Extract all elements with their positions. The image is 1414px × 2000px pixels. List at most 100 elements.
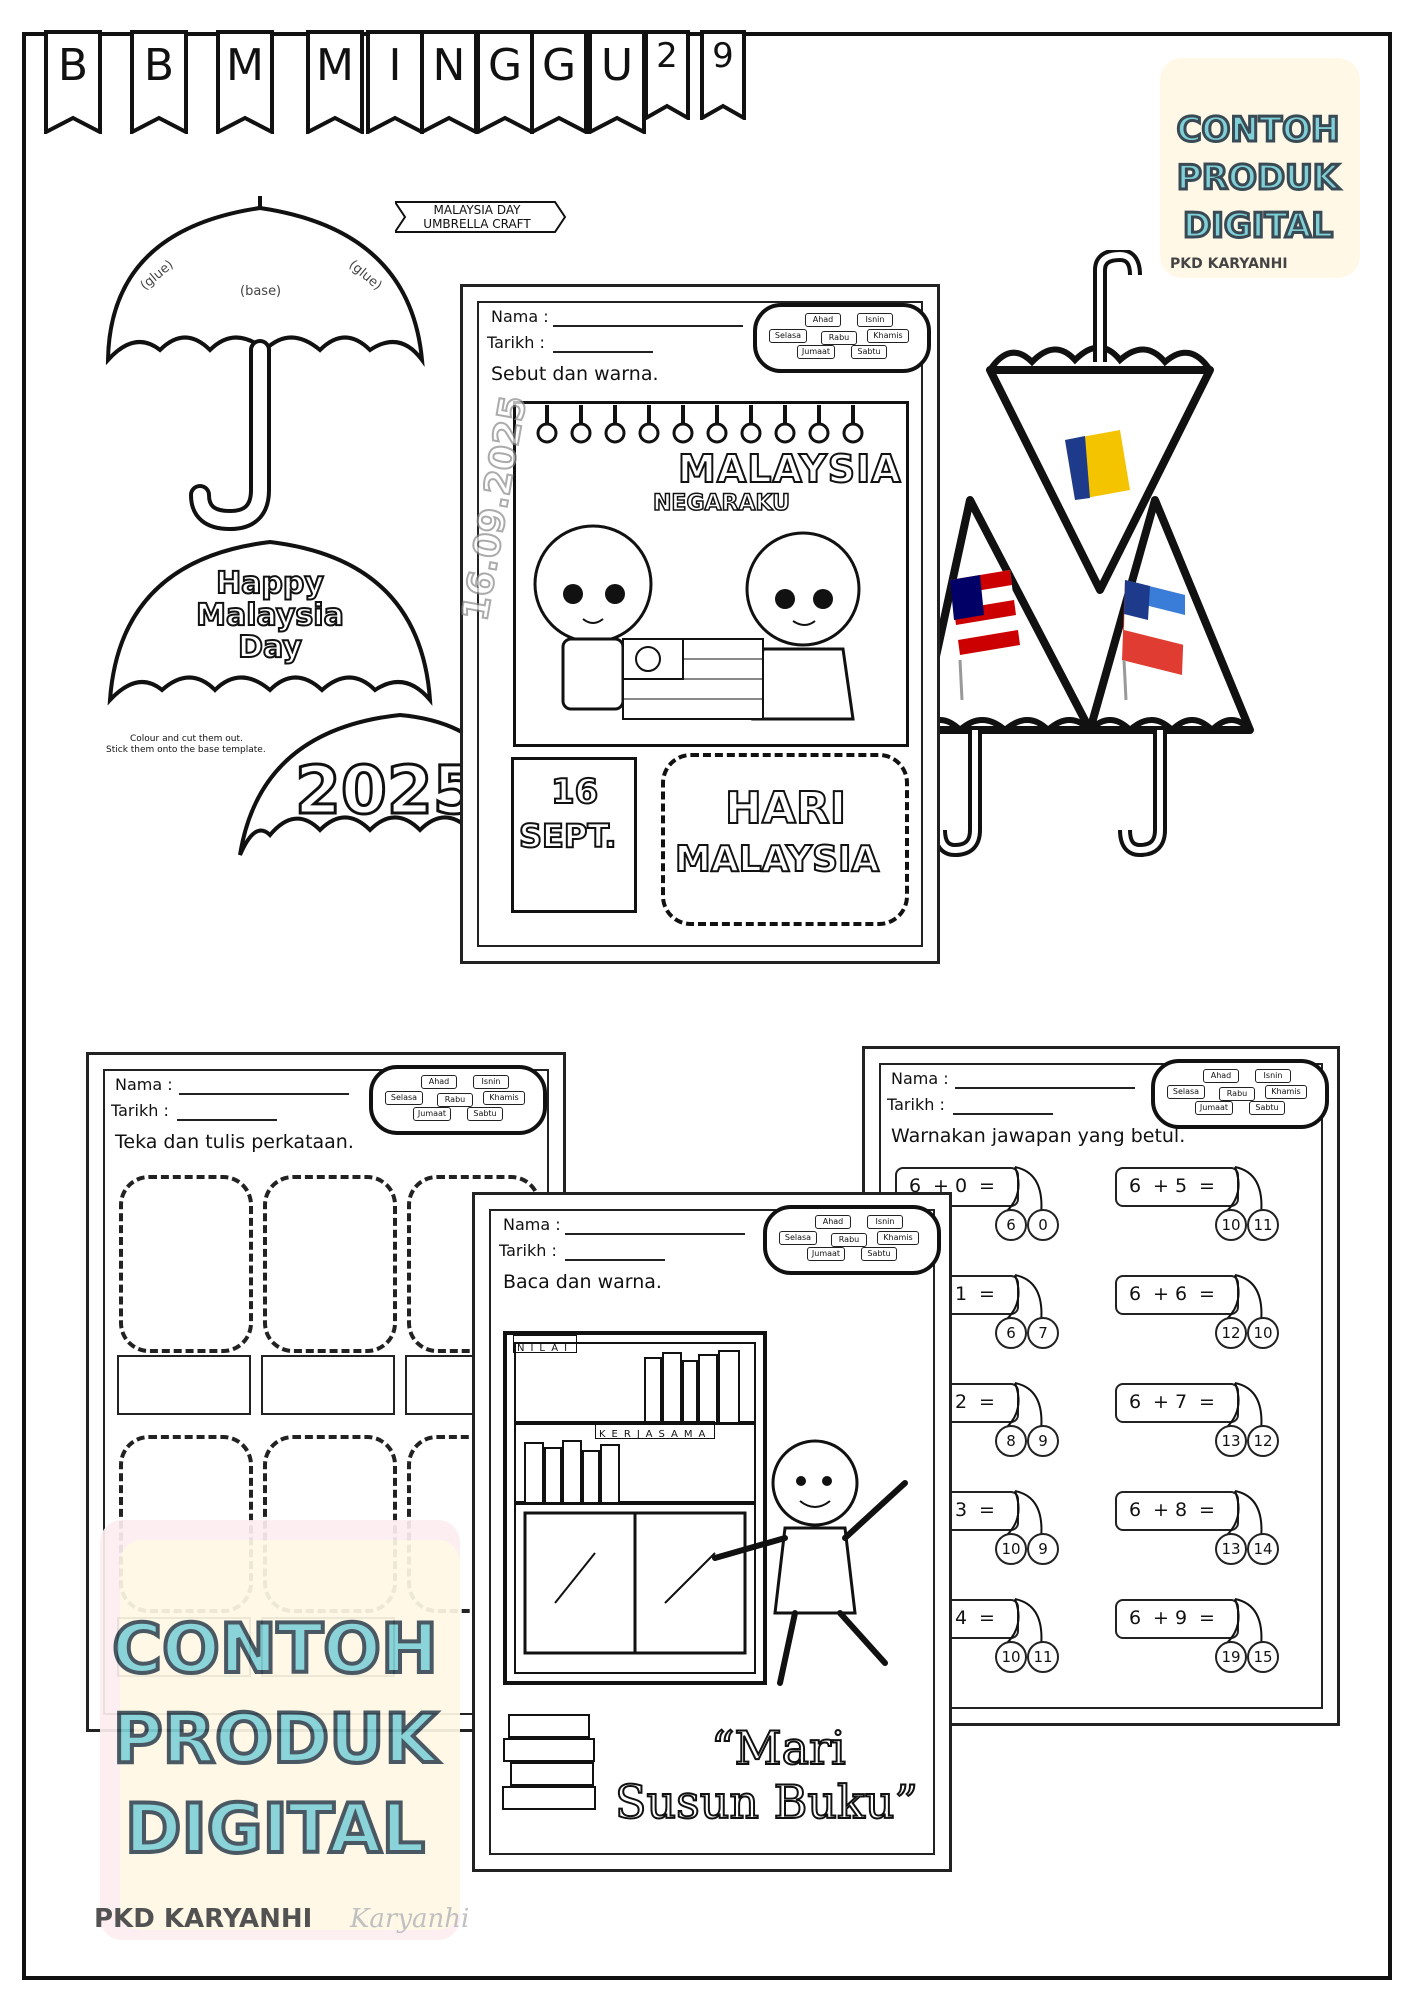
equation-box: 6+9= <box>1115 1599 1239 1639</box>
banner-letter: G <box>541 40 577 91</box>
equation-b: 1 <box>955 1283 968 1305</box>
tarikh-line <box>953 1113 1053 1115</box>
cherry-answer[interactable]: 6 <box>995 1209 1027 1241</box>
banner-letter: B <box>143 40 175 91</box>
day-option[interactable]: Ahad <box>1203 1069 1239 1083</box>
cherry-stem <box>1006 1382 1043 1432</box>
cherry-answer[interactable]: 15 <box>1247 1641 1279 1673</box>
day-option[interactable]: Selasa <box>779 1231 817 1245</box>
banner-pennant: U <box>588 30 646 134</box>
equation-a: 6 <box>1129 1283 1142 1305</box>
cherry-stem <box>1006 1166 1043 1216</box>
equation-eq: = <box>979 1283 995 1305</box>
day-option[interactable]: Ahad <box>805 313 841 327</box>
day-option[interactable]: Isnin <box>473 1075 509 1089</box>
equation-box: 6+8= <box>1115 1491 1239 1531</box>
day-option[interactable]: Sabtu <box>1249 1101 1285 1115</box>
equation-eq: = <box>979 1391 995 1413</box>
cherry-answer[interactable]: 10 <box>995 1533 1027 1565</box>
day-option[interactable]: Isnin <box>1255 1069 1291 1083</box>
stamp-paper <box>1160 58 1360 278</box>
cherry-answer[interactable]: 11 <box>1247 1209 1279 1241</box>
day-option[interactable]: Jumaat <box>797 345 835 359</box>
nama-label: Nama : <box>115 1075 173 1094</box>
day-option[interactable]: Jumaat <box>1195 1101 1233 1115</box>
banner-pennant: 2 <box>644 30 690 120</box>
craft-instruction-1: Colour and cut them out. <box>130 734 243 744</box>
cherry-answer[interactable]: 12 <box>1247 1425 1279 1457</box>
answer-box[interactable] <box>261 1355 395 1415</box>
stamp-line-3: DIGITAL <box>123 1788 427 1871</box>
flag-umbrellas <box>920 250 1254 858</box>
day-option[interactable]: Rabu <box>831 1233 867 1247</box>
day-option[interactable]: Sabtu <box>851 345 887 359</box>
cherry-stem <box>1226 1598 1263 1648</box>
banner-letter: 2 <box>656 36 678 76</box>
stamp-brand: PKD KARYANHI <box>1170 256 1288 272</box>
stamp-brand: PKD KARYANHI <box>94 1904 313 1934</box>
nama-line <box>955 1087 1135 1089</box>
sabah-flag <box>1122 580 1185 701</box>
day-option[interactable]: Ahad <box>421 1075 457 1089</box>
negaraku-subtitle: NEGARAKU <box>652 490 791 517</box>
sheet-instruction: Warnakan jawapan yang betul. <box>891 1125 1186 1147</box>
day-option[interactable]: Rabu <box>1219 1087 1255 1101</box>
quote-line-2: Susun Buku” <box>614 1774 919 1830</box>
banner-pennant: 9 <box>700 30 746 120</box>
cherry-answer[interactable]: 19 <box>1215 1641 1247 1673</box>
day-option[interactable]: Isnin <box>857 313 893 327</box>
day-option[interactable]: Selasa <box>385 1091 423 1105</box>
cherry-answer[interactable]: 10 <box>995 1641 1027 1673</box>
equation-box: 6+0= <box>895 1167 1019 1207</box>
cherry-answer[interactable]: 10 <box>1247 1317 1279 1349</box>
cherry-answer[interactable]: 12 <box>1215 1317 1247 1349</box>
equation-a: 6 <box>1129 1499 1142 1521</box>
equation-box: 6+5= <box>1115 1167 1239 1207</box>
day-option[interactable]: Khamis <box>1265 1085 1307 1099</box>
cherry-stem <box>1006 1598 1043 1648</box>
day-option[interactable]: Jumaat <box>807 1247 845 1261</box>
shelf-word-nilai: NILAI <box>517 1343 574 1354</box>
day-option[interactable]: Sabtu <box>861 1247 897 1261</box>
day-option[interactable]: Khamis <box>877 1231 919 1245</box>
cherry-stem <box>1226 1166 1263 1216</box>
cherry-answer[interactable]: 9 <box>1027 1425 1059 1457</box>
cherry-answer[interactable]: 8 <box>995 1425 1027 1457</box>
day-option[interactable]: Khamis <box>483 1091 525 1105</box>
shelf-label-nilai: NILAI <box>513 1335 578 1354</box>
day-option[interactable]: Selasa <box>1167 1085 1205 1099</box>
stamp-paper <box>120 1540 460 1930</box>
cherry-answer[interactable]: 7 <box>1027 1317 1059 1349</box>
day-option[interactable]: Jumaat <box>413 1107 451 1121</box>
day-option[interactable]: Rabu <box>821 331 857 345</box>
stamp-line-2: PRODUK <box>111 1698 439 1781</box>
day-option[interactable]: Isnin <box>867 1215 903 1229</box>
equation-b: 5 <box>1175 1175 1188 1197</box>
cherry-answer[interactable]: 11 <box>1027 1641 1059 1673</box>
banner-letter: M <box>226 40 264 91</box>
stamp-line-1: CONTOH <box>1175 109 1341 152</box>
sheet-instruction: Sebut dan warna. <box>491 363 659 385</box>
cherry-answer[interactable]: 13 <box>1215 1425 1247 1457</box>
answer-box[interactable] <box>117 1355 251 1415</box>
cherry-stem <box>1006 1274 1043 1324</box>
cherry-stem <box>1226 1382 1263 1432</box>
cherry-answer[interactable]: 13 <box>1215 1533 1247 1565</box>
tarikh-line <box>565 1259 665 1261</box>
equation-b: 8 <box>1175 1499 1188 1521</box>
day-option[interactable]: Selasa <box>769 329 807 343</box>
day-option[interactable]: Ahad <box>815 1215 851 1229</box>
year-2025-text: 2025 <box>294 751 481 831</box>
cherry-answer[interactable]: 14 <box>1247 1533 1279 1565</box>
equation-b: 0 <box>955 1175 968 1197</box>
day-option[interactable]: Khamis <box>867 329 909 343</box>
equation-b: 7 <box>1175 1391 1188 1413</box>
cherry-answer[interactable]: 6 <box>995 1317 1027 1349</box>
day-option[interactable]: Sabtu <box>467 1107 503 1121</box>
tarikh-line <box>177 1119 277 1121</box>
cherry-answer[interactable]: 9 <box>1027 1533 1059 1565</box>
cherry-answer[interactable]: 0 <box>1027 1209 1059 1241</box>
day-option[interactable]: Rabu <box>437 1093 473 1107</box>
craft-header-tag: MALAYSIA DAY UMBRELLA CRAFT <box>395 200 575 234</box>
cherry-answer[interactable]: 10 <box>1215 1209 1247 1241</box>
